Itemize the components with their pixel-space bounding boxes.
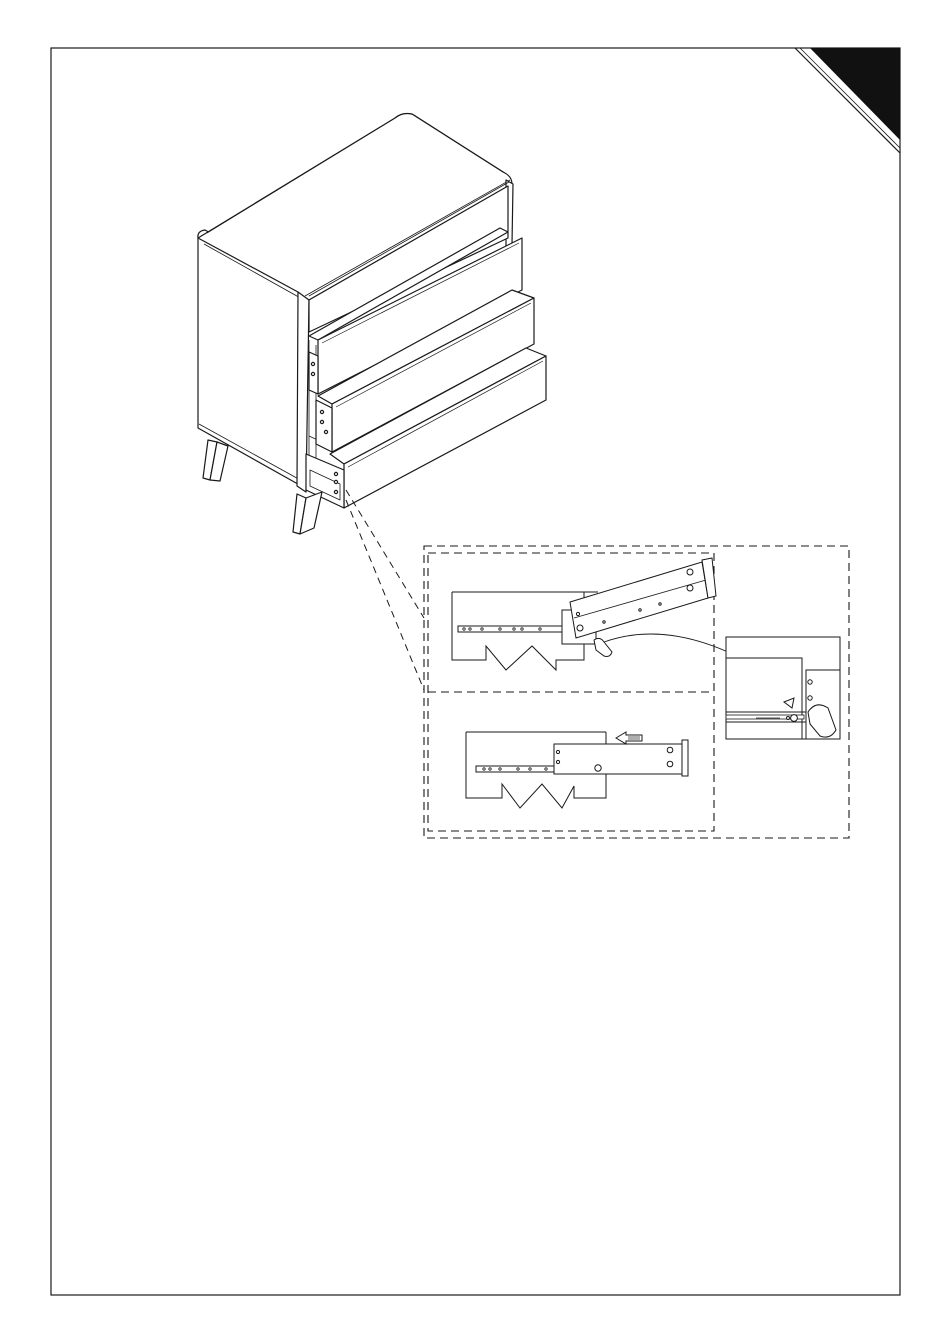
drawer-side-tilted — [570, 558, 716, 638]
leg-back-left — [203, 440, 228, 481]
leg-front — [293, 492, 322, 534]
drawer-side-closed — [554, 744, 682, 774]
hand-icon — [594, 638, 612, 656]
detail-lever-closeup — [726, 637, 840, 739]
corner-tab — [795, 48, 900, 153]
push-arrow-icon — [616, 732, 642, 744]
chest-of-drawers — [198, 114, 546, 535]
detail-runner-close — [466, 732, 688, 808]
callout-lines — [346, 490, 424, 690]
detail-runner-engage — [452, 558, 728, 670]
